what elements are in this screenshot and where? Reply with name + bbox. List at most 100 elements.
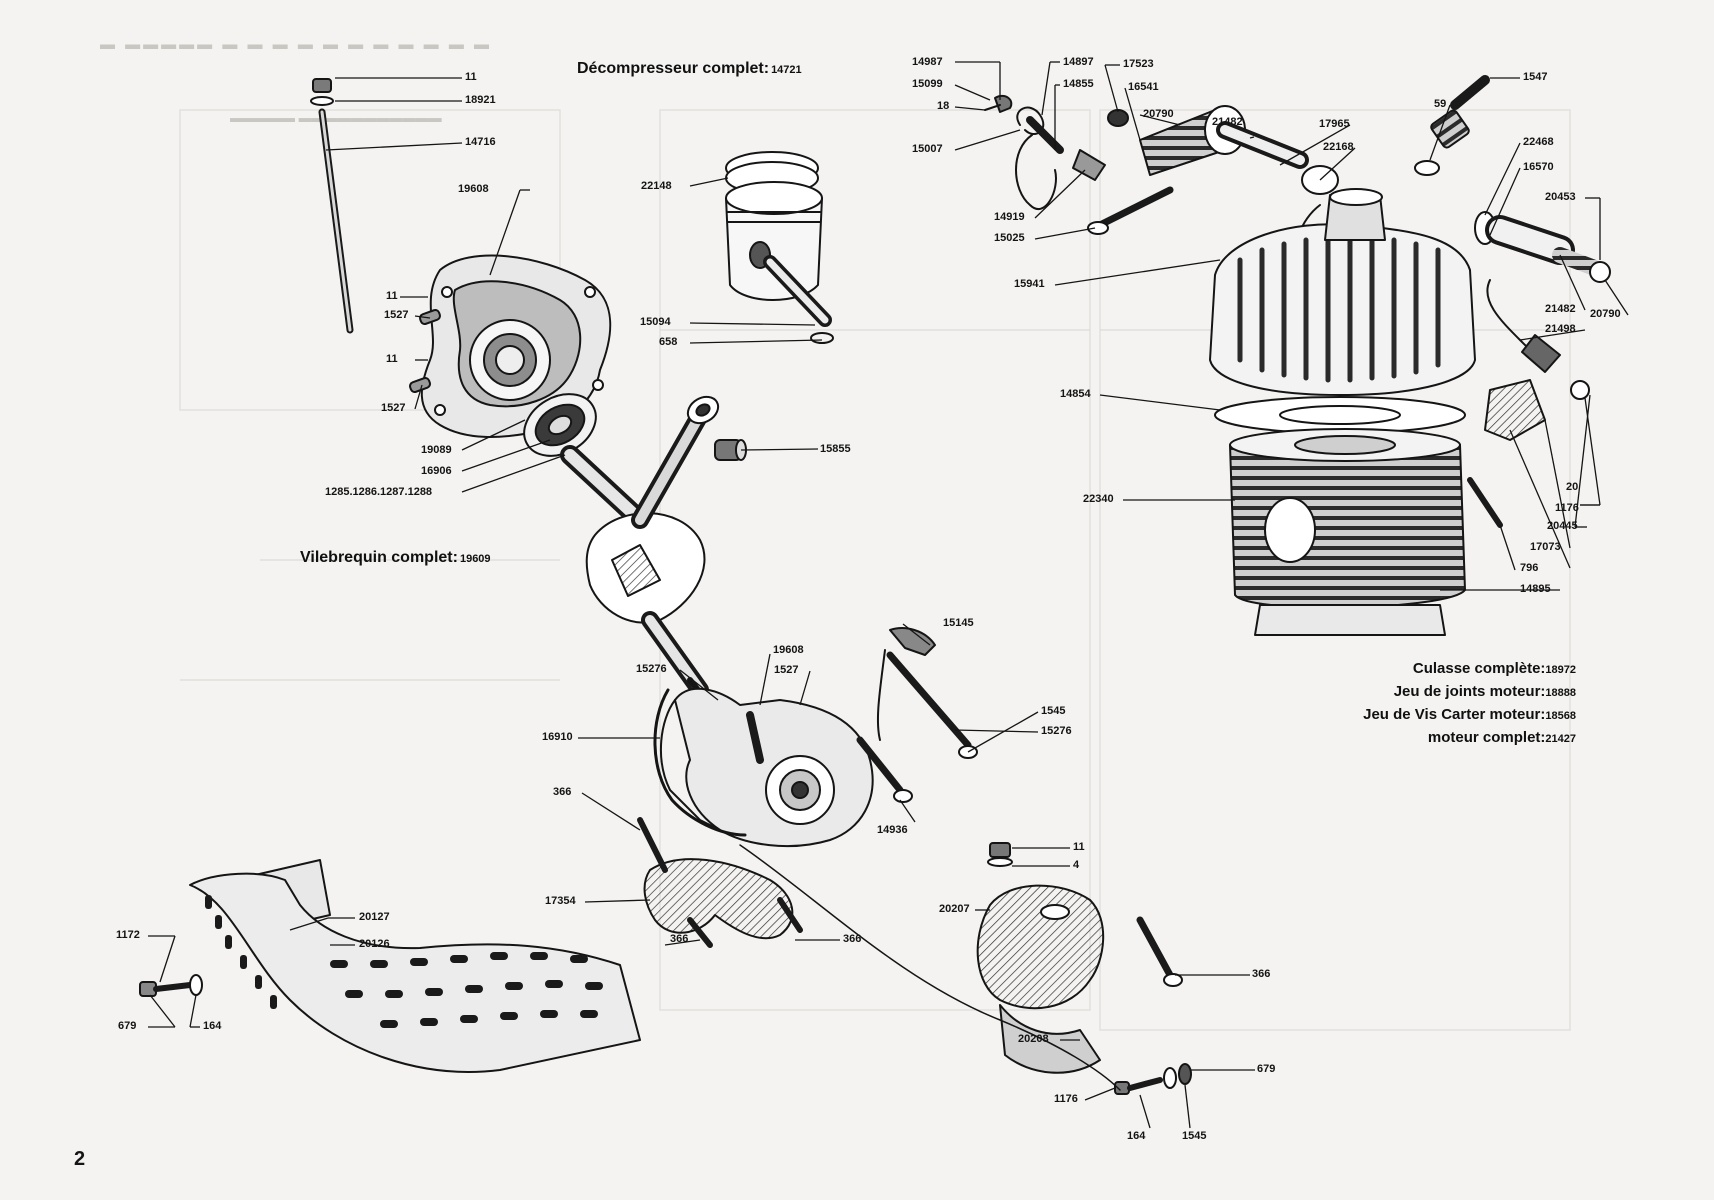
part-label: 21498 <box>1545 323 1576 335</box>
bleed-through-text: ▬▬▬▬▬ ▬▬▬▬▬▬▬▬▬▬▬ <box>230 110 442 125</box>
part-label: 14936 <box>877 824 908 836</box>
part-label: 1176 <box>1555 502 1579 514</box>
cylinder-22340 <box>1229 428 1466 636</box>
assembly-crankcase-screws: Jeu de Vis Carter moteur:18568 <box>1363 706 1576 723</box>
crankshaft-19609 <box>560 445 718 715</box>
part-label: 11 <box>1073 841 1085 853</box>
part-label: 14854 <box>1060 388 1091 400</box>
part-label: 366 <box>553 786 572 798</box>
part-label: 16910 <box>542 731 573 743</box>
decompressor-title: Décompresseur complet:14721 <box>577 60 802 77</box>
part-label: 17523 <box>1123 58 1154 70</box>
part-label: 22340 <box>1083 493 1114 505</box>
part-label: 796 <box>1520 562 1539 574</box>
drive-chain-curve <box>739 844 1121 1091</box>
part-label: 15094 <box>640 316 671 328</box>
connecting-rod <box>631 395 720 529</box>
part-label: 21482 <box>1212 116 1243 128</box>
part-label: 15025 <box>994 232 1025 244</box>
part-label: 14987 <box>912 56 943 68</box>
intake-tube-21482 <box>1107 105 1339 257</box>
gasket-16910 <box>653 688 747 837</box>
part-label: 1545 <box>1182 1130 1207 1142</box>
part-label: 15276 <box>636 663 667 675</box>
part-label: 1527 <box>381 402 406 414</box>
part-label: 20207 <box>939 903 970 915</box>
crankcase-half-right <box>659 687 874 848</box>
part-label: 15941 <box>1014 278 1045 290</box>
part-label: 366 <box>843 933 862 945</box>
part-label: 1176 <box>1054 1093 1078 1105</box>
part-label: 16541 <box>1128 81 1159 93</box>
page-number: 2 <box>74 1148 86 1170</box>
part-label: 14895 <box>1520 583 1551 595</box>
crankshaft-title: Vilebrequin complet:19609 <box>300 549 491 566</box>
part-label: 18921 <box>465 94 496 106</box>
part-label: 21482 <box>1545 303 1576 315</box>
part-label: 59 <box>1434 98 1447 110</box>
engine-mount-17354 <box>637 817 803 948</box>
part-label: 15855 <box>820 443 851 455</box>
part-label: 20126 <box>359 938 390 950</box>
carb-flange-17073 <box>1484 379 1590 441</box>
bleed-through-table <box>179 109 1571 1031</box>
part-label: 16906 <box>421 465 452 477</box>
part-label: 19608 <box>458 183 489 195</box>
part-label: 14897 <box>1063 56 1094 68</box>
part-label: 20445 <box>1547 520 1578 532</box>
part-label: 14919 <box>994 211 1025 223</box>
assembly-cylinder-head: Culasse complète:18972 <box>1412 660 1576 677</box>
part-label: 20208 <box>1018 1033 1049 1045</box>
part-label: 679 <box>1257 1063 1276 1075</box>
part-label: 17073 <box>1530 541 1561 553</box>
part-label: 1547 <box>1523 71 1548 83</box>
spark-plug-1547 <box>1414 75 1490 176</box>
head-gasket-14854 <box>1214 396 1466 434</box>
part-label: 1527 <box>774 664 799 676</box>
part-label: 20127 <box>359 911 390 923</box>
part-label: 1545 <box>1041 705 1066 717</box>
part-label: 20790 <box>1143 108 1174 120</box>
part-label: 658 <box>659 336 678 348</box>
cylinder-head <box>1209 188 1476 396</box>
part-label: 4 <box>1073 859 1080 871</box>
part-label: 11 <box>465 71 477 83</box>
piston-22148 <box>725 151 834 344</box>
bleed-through-header: ▬ ▬▬▬▬▬ ▬ ▬ ▬ ▬ ▬ ▬ ▬ ▬ ▬ ▬ ▬ <box>100 36 493 53</box>
stud-796 <box>1467 477 1503 528</box>
exhaust-fitting-16570 <box>1474 211 1611 373</box>
part-label: 164 <box>203 1020 222 1032</box>
bolt-1172 <box>139 974 203 997</box>
part-label: 17354 <box>545 895 576 907</box>
part-label: 20 <box>1566 481 1579 493</box>
bolts-15276-1545 <box>856 627 978 803</box>
part-label: 1527 <box>384 309 409 321</box>
nut-11-washer-4 <box>987 842 1013 867</box>
part-label: 15099 <box>912 78 943 90</box>
part-label: 19608 <box>773 644 804 656</box>
part-label: 22168 <box>1323 141 1354 153</box>
assembly-complete-engine: moteur complet:21427 <box>1427 729 1576 746</box>
part-label: 19089 <box>421 444 452 456</box>
part-label: 366 <box>670 933 689 945</box>
part-label: 1172 <box>116 929 140 941</box>
part-label: 16570 <box>1523 161 1554 173</box>
crankcase-half-left <box>420 254 612 438</box>
part-label: 14855 <box>1063 78 1094 90</box>
part-label: 20790 <box>1590 308 1621 320</box>
part-label: 14716 <box>465 136 496 148</box>
part-label: 15007 <box>912 143 943 155</box>
part-label: 22148 <box>641 180 672 192</box>
part-label: 20453 <box>1545 191 1576 203</box>
part-label: 15276 <box>1041 725 1072 737</box>
part-label: 11 <box>386 290 398 302</box>
decompressor-14721 <box>984 94 1174 235</box>
stud-14716 <box>310 78 354 334</box>
bolt-366-right <box>1136 916 1183 987</box>
part-label: 22468 <box>1523 136 1554 148</box>
dowels-1527 <box>409 309 441 393</box>
part-label: 17965 <box>1319 118 1350 130</box>
part-label: 366 <box>1252 968 1271 980</box>
